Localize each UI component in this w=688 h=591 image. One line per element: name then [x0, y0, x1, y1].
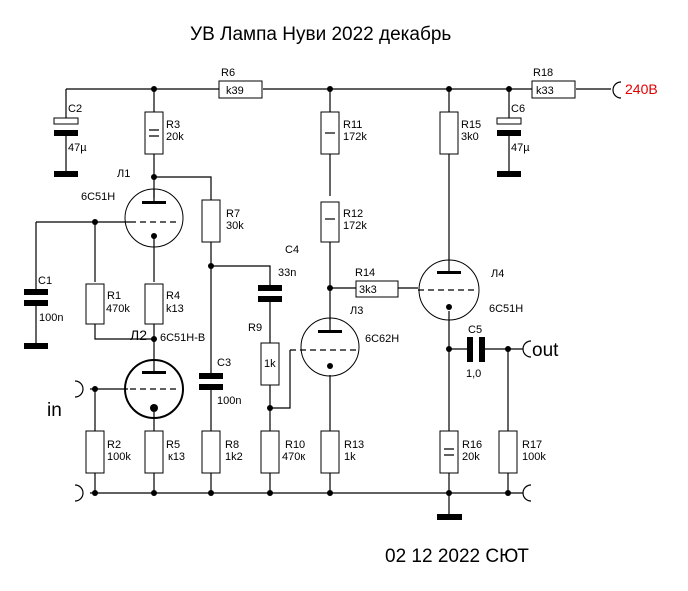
tube-name: Л4	[491, 268, 504, 280]
resistor-r16[interactable]: R16 20k	[439, 430, 482, 474]
resistor-name: R13	[344, 439, 364, 451]
resistor-name: R3	[166, 119, 180, 131]
capacitor-name: C2	[68, 103, 82, 115]
junctions	[92, 86, 512, 496]
input-terminal-signal[interactable]	[74, 380, 84, 398]
resistor-name: R2	[107, 439, 121, 451]
resistor-name: R8	[225, 439, 239, 451]
input-terminal-ground[interactable]	[74, 484, 84, 502]
resistor-r6[interactable]: R6 k39	[218, 67, 263, 99]
ground-out-terminal[interactable]	[522, 484, 532, 502]
resistor-value: 30k	[226, 220, 244, 232]
resistor-r7[interactable]: R7 30k	[201, 199, 244, 243]
schematic-title: УВ Лампа Нуви 2022 декабрь	[190, 24, 451, 45]
tube-l4[interactable]: Л4 6С51Н	[418, 259, 523, 321]
tube-l3[interactable]: Л3 6С62Н	[290, 305, 399, 377]
capacitor-name: C4	[285, 244, 299, 256]
resistor-value: 100k	[522, 451, 546, 463]
schematic-footer: 02 12 2022 СЮТ	[385, 546, 529, 567]
resistor-name: R6	[221, 67, 235, 79]
resistor-value: 172k	[343, 131, 367, 143]
capacitor-c6[interactable]: C6 47µ	[496, 103, 530, 177]
resistor-value: 20k	[166, 131, 184, 143]
ground-icon	[437, 514, 462, 520]
resistor-r18[interactable]: R18 k33	[531, 67, 576, 99]
resistor-r10[interactable]: R10 470к	[260, 430, 305, 474]
capacitor-c2[interactable]: C2 47µ	[53, 103, 87, 177]
capacitor-name: C3	[217, 357, 231, 369]
tube-type: 6С62Н	[365, 333, 399, 345]
capacitor-c5[interactable]: C5 1,0	[466, 324, 485, 380]
resistor-value: 3k3	[359, 284, 377, 296]
tube-l2[interactable]: Л2 6С51Н-В	[124, 327, 205, 419]
capacitor-value: 100n	[39, 312, 63, 324]
resistor-r9[interactable]: 1k R9	[248, 322, 280, 386]
resistor-name: R18	[533, 67, 553, 79]
resistor-r2[interactable]: R2 100k	[85, 430, 131, 474]
output-label: out	[532, 340, 559, 361]
resistor-name: R4	[166, 290, 180, 302]
resistor-r5[interactable]: R5 к13	[144, 430, 185, 474]
tube-type: 6С51Н	[81, 191, 115, 203]
resistor-value: 470k	[106, 303, 130, 315]
tube-type: 6С51Н	[489, 303, 523, 315]
capacitor-name: C6	[511, 103, 525, 115]
resistor-name: R5	[166, 439, 180, 451]
resistor-value: 100k	[107, 451, 131, 463]
resistor-value: 470к	[282, 451, 305, 463]
output-terminal[interactable]	[522, 340, 532, 358]
capacitor-name: C5	[468, 324, 482, 336]
resistor-name: R10	[285, 439, 305, 451]
capacitor-c1[interactable]: C1 100n	[24, 275, 63, 349]
supply-terminal[interactable]	[612, 81, 622, 99]
resistor-name: R11	[343, 119, 362, 131]
resistor-name: R15	[461, 119, 481, 131]
capacitor-c4[interactable]: C4 33n	[258, 244, 299, 302]
tube-name: Л2	[130, 327, 147, 343]
tube-name: Л3	[350, 305, 363, 317]
resistor-r13[interactable]: R13 1k	[320, 430, 364, 474]
resistor-value: k13	[166, 303, 184, 315]
resistor-value: 20k	[462, 451, 480, 463]
capacitor-value: 1,0	[466, 368, 481, 380]
resistor-name: R14	[355, 267, 375, 279]
resistor-r14[interactable]: R14 3k3	[355, 267, 399, 298]
capacitor-c3[interactable]: C3 100n	[199, 357, 241, 407]
resistor-value: 1k	[264, 358, 276, 370]
resistor-value: 1k	[344, 451, 356, 463]
resistor-value: 3k0	[461, 131, 479, 143]
input-label: in	[47, 400, 62, 421]
capacitor-value: 33n	[278, 267, 296, 279]
capacitor-value: 100n	[217, 395, 241, 407]
resistor-r12[interactable]: R12 172k	[320, 201, 367, 243]
tube-name: Л1	[117, 168, 130, 180]
resistor-value: k39	[226, 85, 244, 97]
resistor-name: R9	[248, 322, 262, 334]
resistor-r4[interactable]: R4 k13	[144, 283, 184, 325]
resistor-name: R12	[343, 208, 363, 220]
tube-l1[interactable]: Л1 6С51Н	[81, 168, 184, 248]
capacitor-value: 47µ	[68, 142, 87, 154]
resistor-r8[interactable]: R8 1k2	[201, 430, 243, 474]
tube-type: 6С51Н-В	[160, 332, 205, 344]
resistor-name: R17	[522, 439, 542, 451]
resistor-r1[interactable]: R1 470k	[85, 283, 130, 325]
resistor-value: 1k2	[225, 451, 243, 463]
resistor-name: R1	[107, 290, 121, 302]
resistor-r17[interactable]: R17 100k	[498, 430, 546, 474]
resistor-name: R16	[462, 439, 482, 451]
resistor-name: R7	[226, 208, 240, 220]
resistor-value: k33	[536, 85, 554, 97]
capacitor-value: 47µ	[511, 142, 530, 154]
capacitor-name: C1	[38, 275, 52, 287]
resistor-r15[interactable]: R15 3k0	[439, 111, 481, 155]
resistor-r11[interactable]: R11 172k	[320, 111, 367, 155]
supply-label: 240В	[625, 81, 658, 97]
resistor-value: 172k	[343, 220, 367, 232]
resistor-value: к13	[168, 451, 185, 463]
resistor-r3[interactable]: R3 20k	[144, 111, 184, 155]
